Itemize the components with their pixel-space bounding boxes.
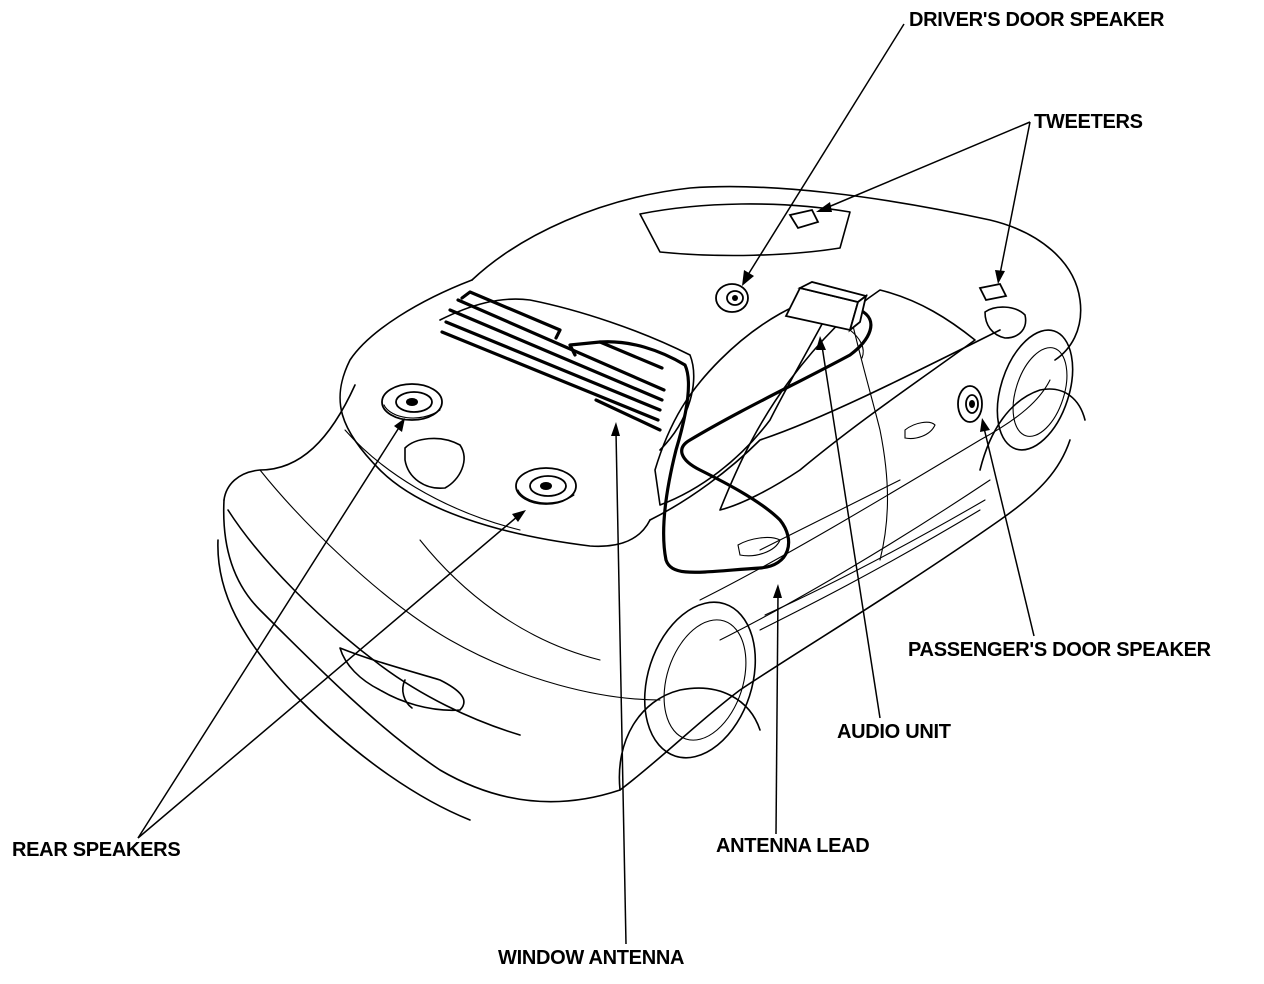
label-tweeters: TWEETERS	[1034, 111, 1143, 133]
brake-light	[404, 437, 465, 489]
label-audio-unit: AUDIO UNIT	[837, 721, 951, 743]
label-passengers-door-speaker: PASSENGER'S DOOR SPEAKER	[908, 639, 1212, 661]
label-drivers-door-speaker: DRIVER'S DOOR SPEAKER	[909, 9, 1165, 31]
tweeter-driver	[788, 208, 820, 230]
rear-window	[439, 290, 873, 574]
passenger-door-speaker	[957, 385, 983, 423]
antenna-lead-cable	[598, 308, 873, 574]
car-outline	[217, 185, 1086, 821]
rear-speaker-right	[515, 467, 577, 505]
audio-unit-box	[784, 281, 869, 359]
driver-door-speaker	[715, 283, 749, 313]
callout-labels: DRIVER'S DOOR SPEAKER TWEETERS PASSENGER…	[12, 9, 1212, 969]
label-rear-speakers: REAR SPEAKERS	[12, 839, 180, 861]
label-antenna-lead: ANTENNA LEAD	[716, 835, 869, 857]
label-window-antenna: WINDOW ANTENNA	[498, 947, 684, 969]
tweeter-passenger	[978, 282, 1008, 302]
rear-speaker-left	[381, 383, 443, 421]
window-antenna-grid	[440, 290, 666, 432]
leader-lines	[137, 23, 1035, 945]
